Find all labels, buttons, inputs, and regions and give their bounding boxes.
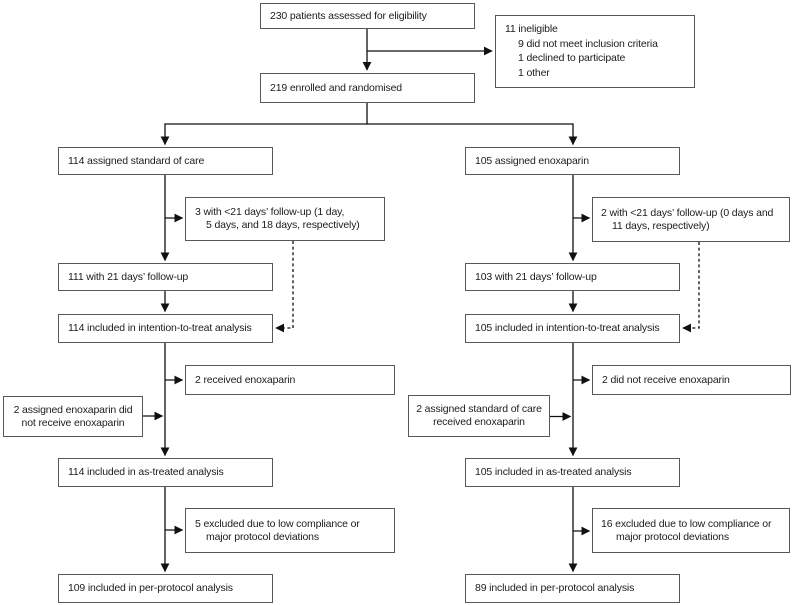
ineligible-item: 9 did not meet inclusion criteria <box>518 37 658 50</box>
enox-crossover-line2: received enoxaparin <box>433 416 525 428</box>
standard-short-followup-line1: 3 with <21 days’ follow-up (1 day, <box>195 206 345 218</box>
standard-excluded-line2: major protocol deviations <box>206 530 319 543</box>
standard-assigned-label: 114 assigned standard of care <box>68 154 205 167</box>
enrolled-label: 219 enrolled and randomised <box>270 81 402 94</box>
box-standard-per-protocol: 109 included in per-protocol analysis <box>58 574 273 603</box>
box-standard-as-treated: 114 included in as-treated analysis <box>58 458 273 487</box>
box-enox-excluded: 16 excluded due to low compliance or maj… <box>592 508 790 553</box>
assessed-label: 230 patients assessed for eligibility <box>270 9 427 22</box>
enox-crossover-line1: 2 assigned standard of care <box>416 403 542 415</box>
enox-short-followup-line2: 11 days, respectively) <box>612 219 710 232</box>
box-enrolled: 219 enrolled and randomised <box>260 73 475 103</box>
enox-deviation-label: 2 did not receive enoxaparin <box>602 373 730 386</box>
box-standard-excluded: 5 excluded due to low compliance or majo… <box>185 508 395 553</box>
connector-dashed-left-itt <box>275 241 294 333</box>
standard-crossover-line2: not receive enoxaparin <box>21 416 125 429</box>
enox-excluded-line2: major protocol deviations <box>616 530 729 543</box>
ineligible-item: 1 other <box>518 66 550 79</box>
box-enox-per-protocol: 89 included in per-protocol analysis <box>465 574 680 603</box>
enox-followup-label: 103 with 21 days’ follow-up <box>475 270 597 283</box>
standard-excluded-line1: 5 excluded due to low compliance or <box>195 517 360 530</box>
box-standard-itt: 114 included in intention-to-treat analy… <box>58 314 273 343</box>
box-enox-itt: 105 included in intention-to-treat analy… <box>465 314 680 343</box>
enox-per-protocol-label: 89 included in per-protocol analysis <box>475 582 635 594</box>
box-enox-followup: 103 with 21 days’ follow-up <box>465 263 680 291</box>
box-standard-crossover: 2 assigned enoxaparin did not receive en… <box>3 396 143 437</box>
box-standard-followup: 111 with 21 days’ follow-up <box>58 263 273 291</box>
box-standard-received-enoxaparin: 2 received enoxaparin <box>185 365 395 395</box>
ineligible-item: 1 declined to participate <box>518 52 626 64</box>
box-standard-assigned: 114 assigned standard of care <box>58 147 273 175</box>
box-assessed: 230 patients assessed for eligibility <box>260 3 475 29</box>
enox-assigned-label: 105 assigned enoxaparin <box>475 154 589 167</box>
box-standard-short-followup: 3 with <21 days’ follow-up (1 day, 5 day… <box>185 197 385 241</box>
standard-per-protocol-label: 109 included in per-protocol analysis <box>68 582 233 594</box>
standard-followup-label: 111 with 21 days’ follow-up <box>68 270 189 283</box>
box-enox-not-received: 2 did not receive enoxaparin <box>592 365 791 395</box>
enox-short-followup-line1: 2 with <21 days’ follow-up (0 days and <box>601 206 774 219</box>
connector-dashed-right-itt <box>682 242 700 333</box>
enox-excluded-line1: 16 excluded due to low compliance or <box>601 517 772 530</box>
standard-deviation-label: 2 received enoxaparin <box>195 373 296 386</box>
box-ineligible: 11 ineligible 9 did not meet inclusion c… <box>495 15 695 88</box>
standard-crossover-line1: 2 assigned enoxaparin did <box>13 403 133 416</box>
standard-short-followup-line2: 5 days, and 18 days, respectively) <box>206 219 360 231</box>
box-enox-short-followup: 2 with <21 days’ follow-up (0 days and 1… <box>592 197 790 242</box>
standard-as-treated-label: 114 included in as-treated analysis <box>68 466 224 478</box>
ineligible-title: 11 ineligible <box>505 23 558 35</box>
enox-itt-label: 105 included in intention-to-treat analy… <box>475 322 660 334</box>
box-enox-assigned: 105 assigned enoxaparin <box>465 147 680 175</box>
box-enox-crossover: 2 assigned standard of care received eno… <box>408 395 550 437</box>
enox-as-treated-label: 105 included in as-treated analysis <box>475 466 632 478</box>
standard-itt-label: 114 included in intention-to-treat analy… <box>68 322 252 334</box>
box-enox-as-treated: 105 included in as-treated analysis <box>465 458 680 487</box>
